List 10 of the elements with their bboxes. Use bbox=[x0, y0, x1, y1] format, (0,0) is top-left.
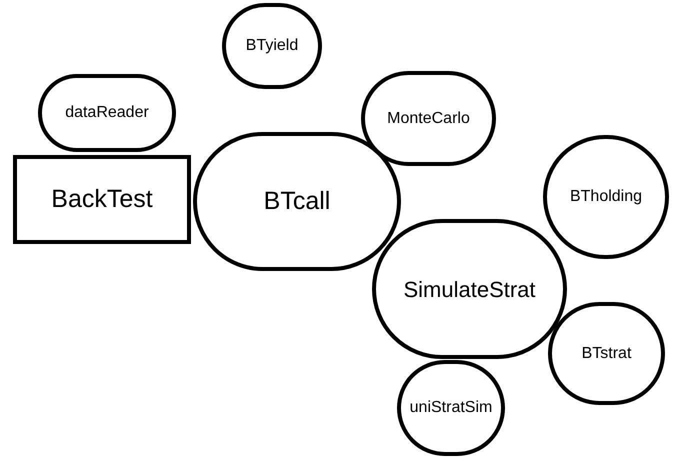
node-label: BTyield bbox=[246, 36, 298, 56]
node-label: uniStratSim bbox=[410, 398, 492, 418]
node-label: dataReader bbox=[65, 103, 149, 123]
node-label: BTholding bbox=[570, 187, 642, 207]
node-label: MonteCarlo bbox=[387, 108, 470, 128]
node-label: SimulateStrat bbox=[403, 276, 536, 304]
node-label: BackTest bbox=[51, 184, 153, 215]
process-box bbox=[13, 155, 191, 244]
node-label: BTcall bbox=[264, 186, 330, 217]
node-label: BTstrat bbox=[582, 344, 632, 364]
